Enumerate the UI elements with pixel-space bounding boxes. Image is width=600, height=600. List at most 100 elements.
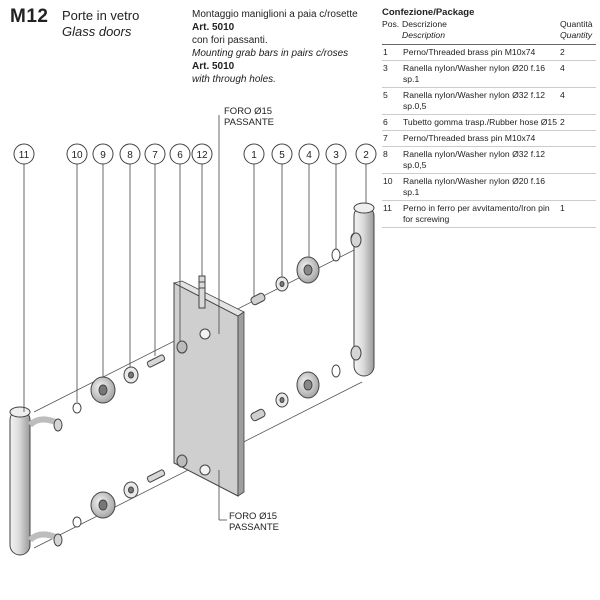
row-desc: Ranella nylon/Washer nylon Ø20 f.16 sp.1 [403,176,546,197]
row-pos: 11 [383,203,392,213]
through-hole-upper [199,328,211,340]
washer-10-upper [72,402,82,414]
callout-circle [169,143,191,165]
row-pos: 3 [383,63,388,73]
row-qty: 4 [560,63,565,73]
hole-leader-lines [218,115,227,521]
callout-circles [13,143,377,165]
desc-line-4: with through holes. [192,74,276,85]
row-pos: 5 [383,90,388,100]
col-qty-header: Quantità Quantity [560,19,596,41]
callout-number: 7 [152,150,158,161]
hole-label-top-line1: FORO Ø15 [224,106,273,117]
mounting-description: Montaggio maniglioni a paia c/rosette Ar… [192,8,372,86]
callout-number: 11 [19,150,30,161]
desc-article-1: Art. 5010 [192,22,235,33]
row-desc: Perno in ferro per avvitamento/Iron pin … [403,203,550,224]
grab-bar-left [9,406,63,556]
table-row: 3 Ranella nylon/Washer nylon Ø20 f.16 sp… [382,61,596,88]
col-desc-en: Description [402,30,445,40]
row-desc: Tubetto gomma trasp./Rubber hose Ø15 [403,117,557,127]
rubber-hose-6-lower [176,454,188,468]
callout-circle [271,143,293,165]
callout-circle [191,143,213,165]
hole-label-bottom-line1: FORO Ø15 [229,511,278,522]
pin-7-lower [146,469,166,483]
hole-label-bottom-line2: PASSANTE [229,522,279,533]
callout-number: 9 [100,150,106,161]
callout-number: 2 [363,150,369,161]
callout-circle [144,143,166,165]
col-desc-header: Descrizione Description [402,19,560,41]
desc-line-2: con fori passanti. [192,35,268,46]
callout-circle [243,143,265,165]
pin-1-upper [250,292,266,306]
row-qty: 2 [560,47,565,57]
callout-number: 12 [196,150,208,161]
table-row: 11 Perno in ferro per avvitamento/Iron p… [382,201,596,228]
title-english: Glass doors [62,24,132,39]
desc-line-3: Mounting grab bars in pairs c/roses [192,48,349,59]
col-qty-it: Quantità [560,19,593,29]
title-italian: Porte in vetro [62,8,140,23]
washer-3-upper [331,248,341,262]
callout-number: 10 [71,150,83,161]
upper-right-components [250,248,341,306]
row-pos: 10 [383,176,393,186]
washer-3-lower [331,364,341,378]
table-row: 8 Ranella nylon/Washer nylon Ø32 f.12 sp… [382,147,596,174]
table-row: 1 Perno/Threaded brass pin M10x74 2 [382,45,596,61]
washer-10-lower [72,516,82,528]
lower-left-components [72,454,188,528]
callout-circle [355,143,377,165]
row-pos: 8 [383,149,388,159]
table-row: 10 Ranella nylon/Washer nylon Ø20 f.16 s… [382,174,596,201]
callout-numbers: 11 10 9 8 7 6 12 1 5 4 3 2 [19,150,369,161]
pin-1-lower [250,408,266,422]
callout-number: 5 [279,150,285,161]
callout-number: 4 [306,150,312,161]
table-row: 6 Tubetto gomma trasp./Rubber hose Ø15 2 [382,115,596,131]
rubber-hose-6-upper [176,340,188,354]
row-qty: 2 [560,117,565,127]
hole-label-top: FORO Ø15 PASSANTE [224,106,274,128]
package-title: Confezione/Package [382,7,475,18]
callout-circle [66,143,88,165]
callout-circle [325,143,347,165]
table-row: 5 Ranella nylon/Washer nylon Ø32 f.12 sp… [382,88,596,115]
table-divider [382,44,596,45]
callout-circle [13,143,35,165]
desc-line-1: Montaggio maniglioni a paia c/rosette [192,9,358,20]
row-pos: 7 [383,133,388,143]
glass-door-panel [172,280,245,497]
through-hole-lower [199,464,211,476]
callout-circle [298,143,320,165]
diagram-code: M12 [10,6,49,27]
col-pos-header: Pos. [382,19,400,29]
hole-label-bottom: FORO Ø15 PASSANTE [229,511,279,533]
table-row: 7 Perno/Threaded brass pin M10x74 [382,131,596,147]
row-desc: Ranella nylon/Washer nylon Ø32 f.12 sp.0… [403,90,546,111]
package-header: Pos. Descrizione Description Quantità Qu… [382,19,596,41]
upper-left-components [72,340,188,414]
callout-leaders [23,164,367,412]
callout-circle [119,143,141,165]
iron-pin-12 [198,275,206,309]
row-desc: Ranella nylon/Washer nylon Ø20 f.16 sp.1 [403,63,546,84]
pin-7-upper [146,354,166,368]
callout-circle [92,143,114,165]
callout-number: 8 [127,150,133,161]
col-qty-en: Quantity [560,30,593,40]
row-desc: Ranella nylon/Washer nylon Ø32 f.12 sp.0… [403,149,546,170]
row-qty: 4 [560,90,565,100]
row-pos: 6 [383,117,388,127]
package-rows: 1 Perno/Threaded brass pin M10x74 2 3 Ra… [382,45,596,228]
grab-bar-right [350,202,375,377]
lower-right-components [250,364,341,422]
row-desc: Perno/Threaded brass pin M10x74 [403,47,536,57]
row-qty: 1 [560,203,565,213]
row-pos: 1 [383,47,388,57]
callout-number: 1 [251,150,257,161]
hole-label-top-line2: PASSANTE [224,117,274,128]
